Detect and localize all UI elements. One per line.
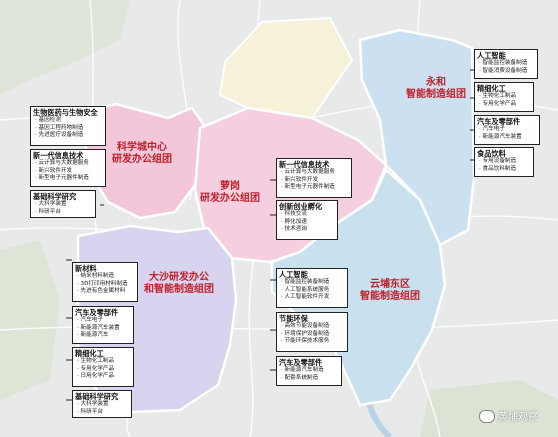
box-item: · 科研平台 xyxy=(77,408,103,415)
zone-label-line: 永和 xyxy=(426,77,446,88)
box-heading: 创新创业孵化 xyxy=(279,202,323,211)
zone-label-line: 科学城中心 xyxy=(117,142,167,153)
box-item: · 食品饮料制造 xyxy=(479,165,517,172)
box-item: · 人工智能软件开发 xyxy=(281,294,330,301)
box-heading: 食品饮料 xyxy=(477,149,506,158)
industry-box-innov-lg: 创新创业孵化 · 科技交流 · 孵化加速 · 技术咨询 xyxy=(276,200,338,240)
box-item: · 云计算与大数据服务 xyxy=(281,169,335,175)
box-item: · 智能监控装备制造 xyxy=(479,60,528,66)
box-item: · 孵化加速 xyxy=(281,218,307,225)
industry-box-ai-yh: 人工智能 · 智能监控装备制造 · 智能消费设备制造 xyxy=(474,49,538,79)
box-item: · 先进有色金属材料 xyxy=(77,288,126,295)
zone-label-kexuecheng: 科学城中心 研发办公组团 xyxy=(112,142,172,166)
industry-box-auto-yp: 汽车及零部件 · 新能源汽车制造 · 配套系统制造 xyxy=(276,356,342,386)
box-item: · 新能源汽车装置 xyxy=(479,133,522,140)
industry-box-chem-yh: 精细化工 · 生物化工制品 · 专用化学产品 xyxy=(474,82,534,112)
box-item: · 基因检测 xyxy=(35,117,61,123)
wechat-icon xyxy=(479,410,495,423)
industry-box-ai-yp: 人工智能 · 智能监控装备制造 · 人工智能系统服务 · 人工智能软件开发 xyxy=(276,268,348,308)
box-heading: 节能环保 xyxy=(279,314,308,323)
box-item: · 先进医疗设备制造 xyxy=(35,132,84,139)
industry-box-chem-ds: 精细化工 · 生物化工制品 · 专用化学产品 · 日用化学产品 xyxy=(72,347,134,387)
zone-label-line: 智能制造组团 xyxy=(360,291,420,302)
industry-box-energy-yp: 节能环保 · 高效节能设备制造 · 环境保护设备制造 · 节能环保技术服务 xyxy=(276,312,348,352)
box-item: · 智能监控装备制造 xyxy=(281,279,330,285)
box-item: · 专用设备制造 xyxy=(479,158,517,164)
zone-label-line: 智能制造组团 xyxy=(406,89,466,100)
box-item: · 云计算与大数据服务 xyxy=(35,160,89,166)
box-heading: 人工智能 xyxy=(477,51,506,60)
box-item: · 配套系统制造 xyxy=(281,374,319,381)
box-item: · 汽车电子 xyxy=(479,126,505,132)
zone-label-line: 和智能制造组团 xyxy=(144,284,214,295)
box-heading: 汽车及零部件 xyxy=(477,117,521,126)
box-item: · 新兴软件开发 xyxy=(35,167,73,174)
box-heading: 新材料 xyxy=(75,264,97,273)
box-item: · 专用化学产品 xyxy=(77,365,115,372)
industry-box-material-ds: 新材料 · 纳米材料制造 · 3D打印用材料制造 · 先进有色金属材料 xyxy=(72,262,138,302)
box-item: · 大科学装置 xyxy=(35,201,67,207)
box-item: · 智能消费设备制造 xyxy=(479,67,528,74)
zone-label-line: 云埔东区 xyxy=(370,279,410,290)
box-heading: 新一代信息技术 xyxy=(279,160,330,169)
box-item: · 新能源汽车装置 xyxy=(77,324,120,331)
box-item: · 纳米材料制造 xyxy=(77,273,115,279)
box-item: · 科研平台 xyxy=(35,208,61,215)
industry-box-basic-kxc: 基础科学研究 · 大科学装置 · 科研平台 xyxy=(30,190,96,218)
box-item: · 人工智能系统服务 xyxy=(281,286,330,293)
industry-box-it-kxc: 新一代信息技术 · 云计算与大数据服务 · 新兴软件开发 · 新型电子元器件制造 xyxy=(30,149,106,187)
box-heading: 基础科学研究 xyxy=(75,392,119,401)
box-heading: 基础科学研究 xyxy=(33,192,77,201)
box-item: · 新型电子元器件制造 xyxy=(35,175,89,182)
box-heading: 汽车及零部件 xyxy=(75,308,119,317)
watermark: 黄埔观察 xyxy=(479,408,538,423)
box-item: · 3D打印用材料制造 xyxy=(77,280,128,287)
box-item: · 生物化工制品 xyxy=(77,358,115,364)
industry-box-it-lg: 新一代信息技术 · 云计算与大数据服务 · 新兴软件开发 · 新型电子元器件制造 xyxy=(276,158,352,198)
box-heading: 新一代信息技术 xyxy=(33,151,84,160)
zone-label-line: 萝岗 xyxy=(220,181,240,192)
box-item: · 高效节能设备制造 xyxy=(281,323,330,329)
box-heading: 人工智能 xyxy=(279,270,308,279)
zone-label-line: 研发办公组团 xyxy=(200,193,260,204)
zone-label-line: 大沙研发办公 xyxy=(149,272,209,283)
box-item: · 汽车电子 xyxy=(77,317,103,323)
industry-box-bio: 生物医药与生物安全 · 基因检测 · 基因工程药物制造 · 先进医疗设备制造 xyxy=(30,106,106,146)
zone-label-dasha: 大沙研发办公 和智能制造组团 xyxy=(144,272,214,296)
box-item: · 新能源汽车制造 xyxy=(281,367,324,373)
industry-box-food-yh: 食品饮料 · 专用设备制造 · 食品饮料制造 xyxy=(474,147,534,177)
box-item: · 生物化工制品 xyxy=(479,93,517,99)
box-heading: 精细化工 xyxy=(75,349,104,358)
box-heading: 生物医药与生物安全 xyxy=(33,108,98,117)
industry-box-auto-yh: 汽车及零部件 · 汽车电子 · 新能源汽车装置 xyxy=(474,115,540,145)
box-item: · 专用化学产品 xyxy=(479,100,517,107)
box-item: · 科技交流 xyxy=(281,211,307,217)
box-item: · 新兴软件开发 xyxy=(281,176,319,183)
industry-box-auto-ds: 汽车及零部件 · 汽车电子 · 新能源汽车装置 · 新能源汽车 xyxy=(72,306,134,344)
box-heading: 汽车及零部件 xyxy=(279,358,323,367)
box-heading: 精细化工 xyxy=(477,84,506,93)
box-item: · 环境保护设备制造 xyxy=(281,330,330,337)
zone-label-yunpu: 云埔东区 智能制造组团 xyxy=(360,279,420,303)
zone-label-line: 研发办公组团 xyxy=(112,154,172,165)
watermark-text: 黄埔观察 xyxy=(498,411,538,423)
box-item: · 大科学装置 xyxy=(77,401,109,407)
box-item: · 技术咨询 xyxy=(281,226,307,233)
box-item: · 基因工程药物制造 xyxy=(35,124,84,131)
zone-yonghe-shape xyxy=(358,28,476,247)
zone-north xyxy=(218,16,354,120)
box-item: · 新型电子元器件制造 xyxy=(281,184,335,191)
box-item: · 日用化学产品 xyxy=(77,373,115,380)
industry-box-basic-ds: 基础科学研究 · 大科学装置 · 科研平台 xyxy=(72,390,132,418)
zone-label-luogang: 萝岗 研发办公组团 xyxy=(200,181,260,205)
zone-label-yonghe: 永和 智能制造组团 xyxy=(406,77,466,101)
box-item: · 节能环保技术服务 xyxy=(281,338,330,345)
box-item: · 新能源汽车 xyxy=(77,332,109,339)
